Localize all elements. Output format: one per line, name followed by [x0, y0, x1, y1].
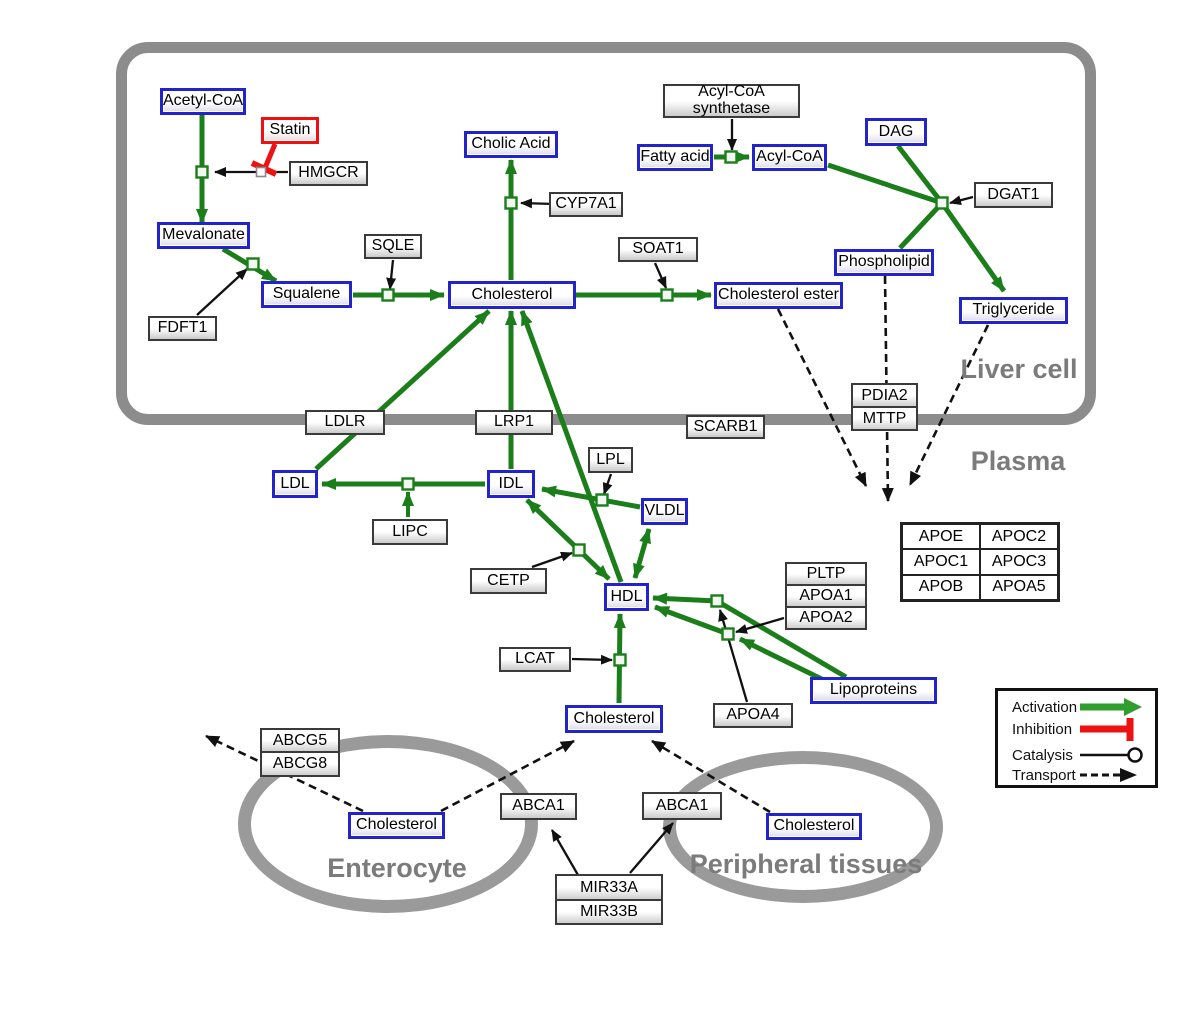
node-apoc1[interactable]: APOC1 [902, 549, 980, 575]
node-apoa4[interactable]: APOA4 [713, 703, 793, 728]
node-soat1[interactable]: SOAT1 [618, 237, 698, 262]
legend: Activation Inhibition Catalysis Transpor… [995, 688, 1158, 788]
node-abca1-left[interactable]: ABCA1 [500, 793, 577, 820]
node-mir33b[interactable]: MIR33B [555, 899, 663, 925]
node-sqle[interactable]: SQLE [364, 234, 422, 259]
node-vldl[interactable]: VLDL [641, 498, 688, 525]
node-triglyceride[interactable]: Triglyceride [959, 297, 1068, 324]
reaction-anchors [195, 150, 949, 667]
node-mir33-stack[interactable]: MIR33A MIR33B [555, 874, 663, 925]
activation-edges [196, 114, 1007, 704]
legend-inhibition-label: Inhibition [1012, 721, 1073, 738]
node-lipoproteins[interactable]: Lipoproteins [810, 677, 937, 704]
node-scarb1[interactable]: SCARB1 [686, 415, 765, 439]
catalysis-edges [196, 119, 974, 876]
legend-transport-label: Transport [1012, 767, 1076, 784]
node-acetyl-coa[interactable]: Acetyl-CoA [160, 88, 246, 115]
node-apoa1[interactable]: APOA1 [785, 584, 867, 608]
node-cholesterol-peripheral[interactable]: Cholesterol [766, 813, 862, 840]
node-ldl[interactable]: LDL [272, 470, 318, 498]
node-apoa2[interactable]: APOA2 [785, 606, 867, 630]
node-dag[interactable]: DAG [865, 118, 927, 146]
node-acyl-coa-synthetase[interactable]: Acyl-CoA synthetase [663, 83, 800, 118]
node-abcg8[interactable]: ABCG8 [260, 751, 340, 777]
node-apoc3[interactable]: APOC3 [980, 549, 1058, 575]
node-lpl[interactable]: LPL [588, 447, 633, 473]
node-apolipoprotein-table[interactable]: APOE APOC2 APOC1 APOC3 APOB APOA5 [900, 522, 1060, 602]
node-abcg-stack[interactable]: ABCG5 ABCG8 [260, 728, 340, 777]
peripheral-tissues-label: Peripheral tissues [689, 849, 923, 879]
node-idl[interactable]: IDL [487, 470, 535, 498]
transport-edges [205, 275, 990, 814]
node-pdia2-mttp-stack[interactable]: PDIA2 MTTP [851, 383, 918, 431]
node-lcat[interactable]: LCAT [499, 647, 571, 672]
node-squalene[interactable]: Squalene [261, 281, 352, 308]
legend-activation-label: Activation [1012, 699, 1078, 716]
node-lrp1[interactable]: LRP1 [475, 410, 553, 435]
node-cholesterol-ester[interactable]: Cholesterol ester [714, 282, 843, 309]
node-fdft1[interactable]: FDFT1 [148, 316, 217, 341]
node-apoc2[interactable]: APOC2 [980, 524, 1058, 550]
node-ldlr[interactable]: LDLR [305, 410, 385, 435]
node-cholic-acid[interactable]: Cholic Acid [464, 131, 558, 158]
node-abcg5[interactable]: ABCG5 [260, 728, 340, 753]
node-cyp7a1[interactable]: CYP7A1 [549, 192, 623, 217]
node-mevalonate[interactable]: Mevalonate [157, 222, 250, 249]
node-cetp[interactable]: CETP [470, 568, 547, 594]
liver-cell-compartment [116, 42, 1096, 425]
liver-cell-label: Liver cell [960, 354, 1078, 384]
node-acyl-coa[interactable]: Acyl-CoA [752, 144, 827, 171]
node-apob[interactable]: APOB [902, 574, 980, 600]
node-cholesterol-liver[interactable]: Cholesterol [448, 281, 576, 309]
enterocyte-label: Enterocyte [327, 853, 467, 883]
node-phospholipid[interactable]: Phospholipid [834, 249, 934, 276]
legend-glyphs [1080, 698, 1143, 782]
plasma-label: Plasma [970, 446, 1066, 476]
node-lipc[interactable]: LIPC [372, 519, 448, 545]
node-mir33a[interactable]: MIR33A [555, 874, 663, 901]
node-pdia2[interactable]: PDIA2 [851, 383, 918, 408]
node-cholesterol-enterocyte[interactable]: Cholesterol [348, 812, 445, 839]
node-fatty-acid[interactable]: Fatty acid [637, 144, 713, 171]
node-apoa5[interactable]: APOA5 [980, 574, 1058, 600]
node-cholesterol-plasma[interactable]: Cholesterol [565, 705, 663, 733]
node-pltp-apoa-stack[interactable]: PLTP APOA1 APOA2 [785, 562, 867, 630]
node-hdl[interactable]: HDL [604, 583, 649, 611]
node-mttp[interactable]: MTTP [851, 406, 918, 431]
node-statin[interactable]: Statin [261, 117, 319, 144]
node-dgat1[interactable]: DGAT1 [974, 182, 1053, 208]
legend-catalysis-label: Catalysis [1012, 747, 1073, 764]
node-pltp[interactable]: PLTP [785, 562, 867, 586]
node-hmgcr[interactable]: HMGCR [289, 161, 368, 186]
node-abca1-right[interactable]: ABCA1 [642, 792, 722, 820]
node-apoe[interactable]: APOE [902, 524, 980, 550]
